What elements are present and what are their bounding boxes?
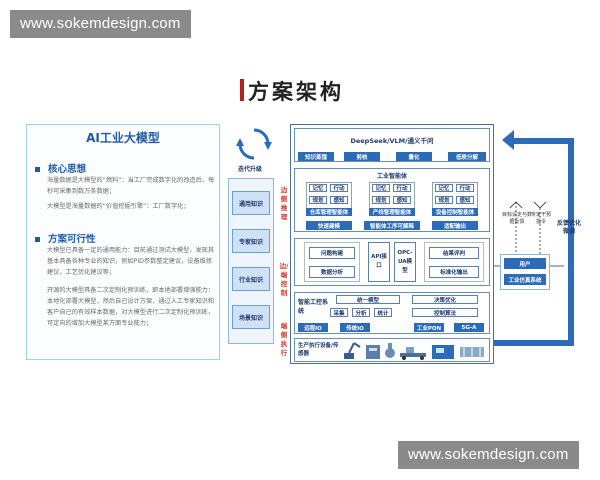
user-box: 用户 [504,258,546,269]
section-feasibility: 方案可行性 [35,231,96,245]
btn-prune: 剪枝 [344,152,380,161]
agent-cell: 感知 [456,196,474,204]
agent-cell: 行动 [456,184,474,192]
btn-distill: 知识蒸馏 [298,152,334,161]
feedback-finetune-label: 反馈优化微调 [557,220,582,235]
agent-cell: 规划 [435,196,453,204]
knowledge-expert: 专家知识 [232,229,270,253]
btn-problem-construction: 问题构建 [309,247,355,259]
cycle-arrows-icon [236,128,272,160]
btn-adapted-output: 适配输出 [432,221,478,230]
agent-cell: 规划 [372,196,390,204]
section2-paragraph2: 开源的大模型具备二次定制化预训练，即本地部署增强能力：本地化部署大模型，然后自己… [47,287,215,327]
btn-standard-output: 标准化输出 [429,266,479,278]
note-goal-feedback: 目标设定与数据反馈 [502,212,533,225]
side-label-end-execution: 端侧执行 [280,322,288,357]
btn-decision-optimization: 决策优化 [412,295,478,304]
section1-paragraph2: 大模型是海量数据的“价值挖掘引擎”：工厂数字化； [47,203,190,210]
equipment-icons [344,342,484,360]
agent-cell: 规划 [309,196,327,204]
btn-industrial-pon: 工业PON [414,323,444,332]
agent-caption: 设备控制智能体 [432,208,478,216]
execution-section-title: 生产执行设备/传感器 [298,343,339,357]
conveyor-icon [400,347,426,360]
pipeline-icon [460,347,484,357]
agent-caption: 产线管理智能体 [369,208,415,216]
api-interface-box: API接口 [368,242,390,282]
btn-collect: 采集 [330,308,348,317]
knowledge-industry: 行业知识 [232,267,270,291]
left-panel: AI工业大模型 核心思想 海量数据是大模型的“燃料”：当工厂完成数字化的改造后，… [26,124,220,360]
btn-5g-a: 5G-A [454,323,484,332]
btn-traditional-io: 传统IO [340,323,370,332]
agent-cell: 感知 [393,196,411,204]
agent-cell: 感知 [330,196,348,204]
btn-quantize: 量化 [396,152,432,161]
section2-paragraph1: 大模型已具备一定的通用能力：目前通过测试大模型，发现其基本具备各种专业的知识，例… [47,247,215,276]
section-heading: 核心思想 [48,164,87,175]
page-title: 方案架构 [248,80,344,104]
robot-arm-icon [344,342,361,359]
btn-remote-io: 远程IO [298,323,328,332]
bullet-square-icon [35,167,40,172]
knowledge-scene: 场景知识 [232,305,270,329]
side-label-edge-control: 边/端控制 [279,262,289,297]
agent-cell: 记忆 [435,184,453,192]
cycle-label: 迭代升级 [238,166,263,173]
simulation-system-box: 工业仿真系统 [504,274,546,285]
btn-lowrank: 低秩分解 [448,152,486,161]
side-label-edge-reasoning: 边侧推理 [280,186,288,221]
machine-icon [432,345,454,359]
btn-explainable: 智能体工序可解释 [364,221,420,230]
agent-cell: 记忆 [372,184,390,192]
btn-data-analysis: 数据分析 [309,266,355,278]
btn-unified-model: 统一模型 [336,295,400,304]
btn-analyze: 分析 [352,308,370,317]
section-core-idea: 核心思想 [35,161,86,175]
watermark-top: www.sokemdesign.com [10,10,191,38]
section1-paragraph1: 海量数据是大模型的“燃料”：当工厂完成数字化的改造后，每秒可采集到数万条数据； [47,177,215,195]
note-expert-instruction: 专家干预指令 [530,212,551,225]
agent-cell: 行动 [393,184,411,192]
knowledge-column: 通用知识 专家知识 行业知识 场景知识 [228,178,274,344]
title-accent-bar [240,79,244,101]
btn-control-algorithm: 控制算法 [412,308,478,317]
btn-statistics: 统计 [374,308,392,317]
left-panel-title: AI工业大模型 [86,131,160,145]
opc-ua-box: OPC-UA模型 [394,242,416,282]
control-section-title: 智能工控系统 [298,299,329,315]
agent-cell: 记忆 [309,184,327,192]
controller-icon [366,345,380,359]
section-heading: 方案可行性 [48,234,96,245]
watermark-bottom: www.sokemdesign.com [398,441,579,469]
sensor-icon [385,343,395,358]
bullet-square-icon [35,237,40,242]
btn-rapid-modeling: 快速建模 [306,221,352,230]
agent-caption: 仓库管理智能体 [306,208,352,216]
top-model-title: DeepSeek/VLM/通义千问 [350,137,434,145]
knowledge-general: 通用知识 [232,191,270,215]
agent-cell: 行动 [330,184,348,192]
agent-section-title: 工业智能体 [376,173,407,180]
btn-result-evaluation: 结果评判 [429,247,479,259]
